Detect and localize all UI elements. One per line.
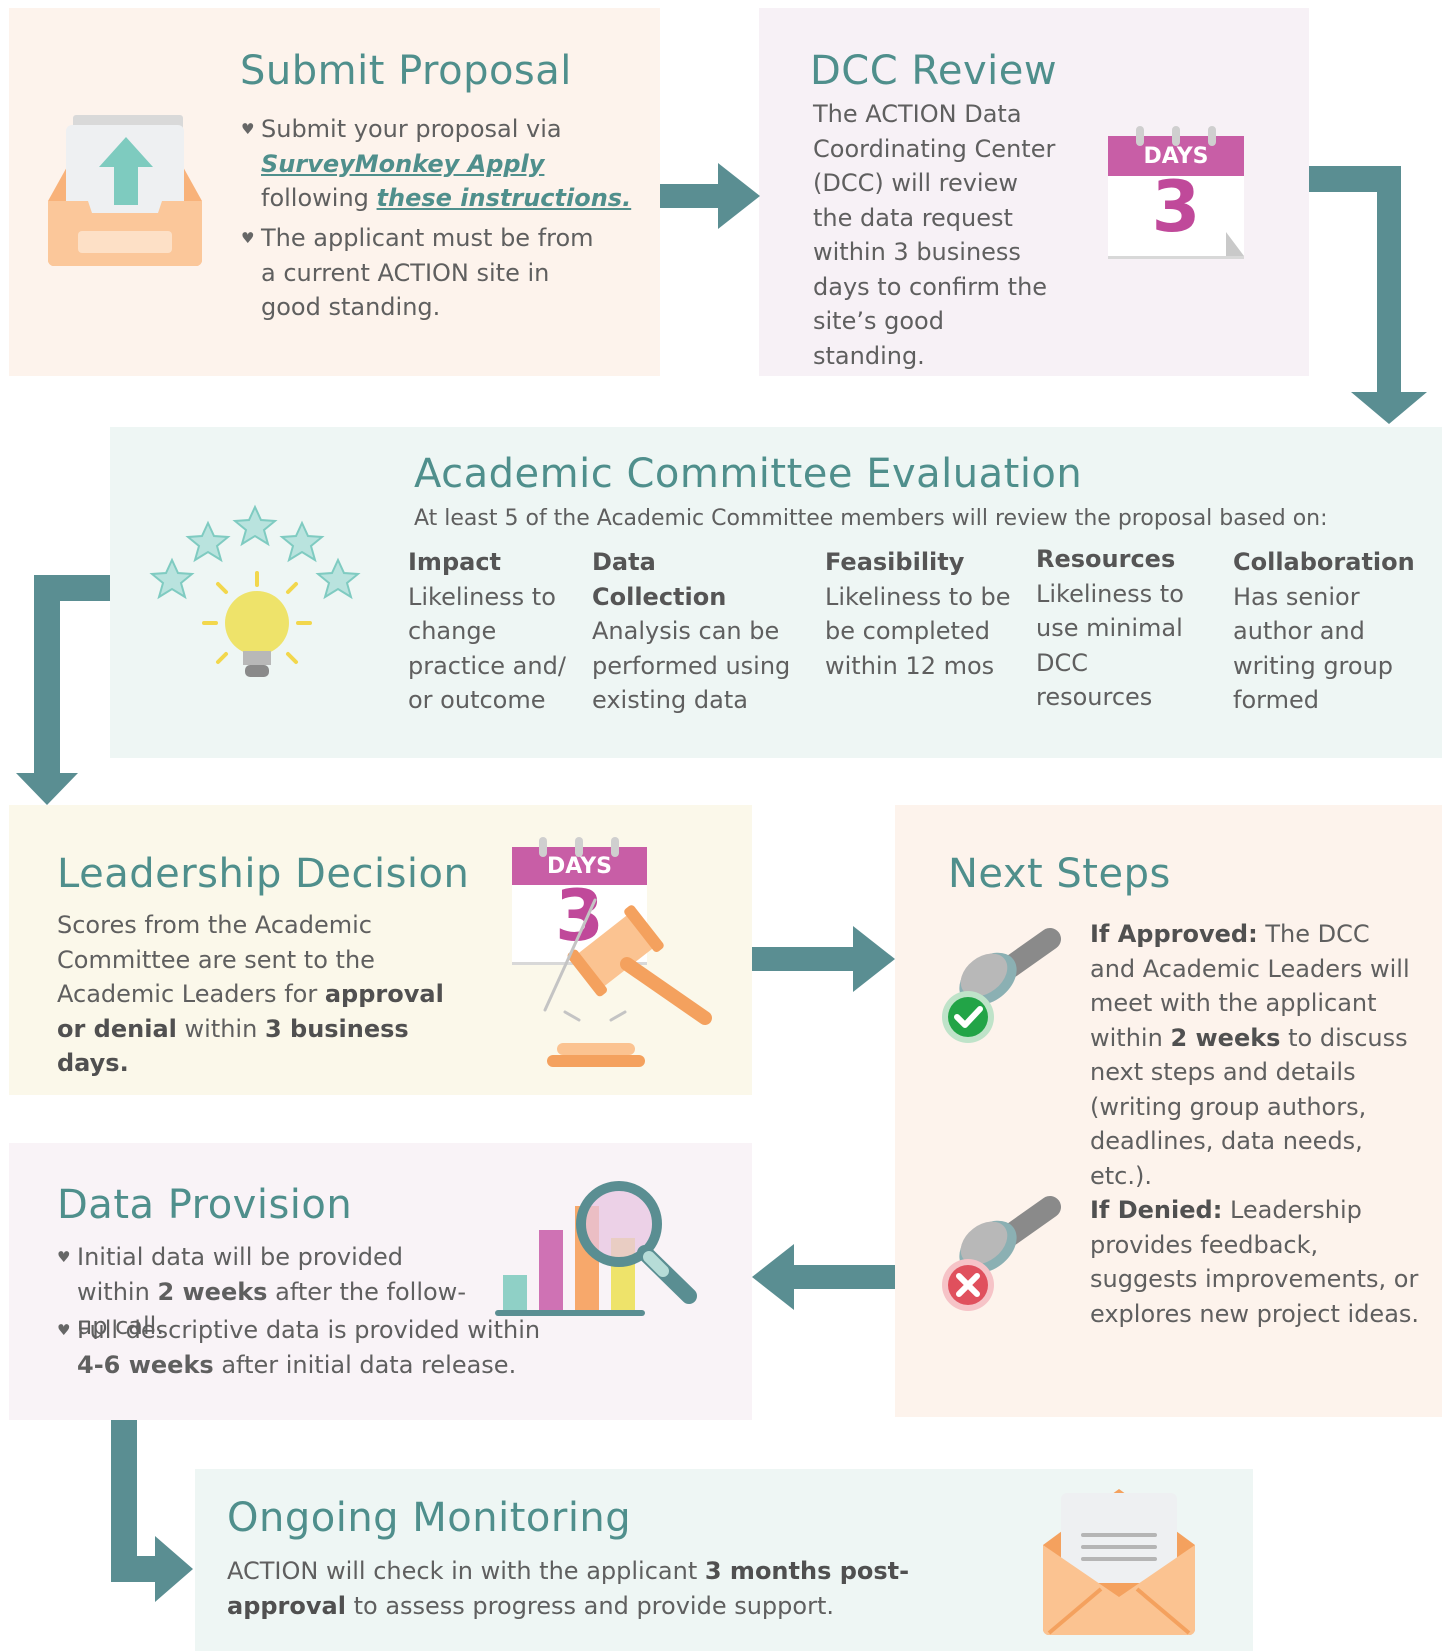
criterion-impact: Impact Likeliness to change practice and…	[408, 545, 568, 718]
dcc-calendar-icon: DAYS 3	[1108, 126, 1244, 256]
lightbulb-stars-icon	[149, 504, 361, 677]
approved-text: If Approved: The DCC and Academic Leader…	[1090, 917, 1420, 1193]
arrow-down-right-2	[111, 1420, 193, 1602]
approved-bold: 2 weeks	[1170, 1023, 1281, 1052]
criterion-impact-text: Likeliness to change practice and/ or ou…	[408, 582, 566, 715]
dcc-review-text: The ACTION Data Coordinating Center (DCC…	[813, 100, 1056, 370]
leadership-bold-1: approval or denial	[57, 980, 444, 1043]
arrow-right-1	[660, 163, 760, 229]
academic-committee-title: Academic Committee Evaluation	[414, 451, 1083, 497]
monitoring-bold: 3 months post-approval	[227, 1557, 910, 1620]
surveymonkey-apply-link[interactable]: SurveyMonkey Apply	[261, 149, 545, 178]
arrow-down-right	[1309, 166, 1427, 424]
provision-b1-bold: 2 weeks	[157, 1277, 268, 1306]
open-envelope-icon	[1043, 1489, 1195, 1635]
submit-bullet-1: Submit your proposal via SurveyMonkey Ap…	[241, 112, 641, 216]
criterion-data-collection: Data Collection Analysis can be performe…	[592, 545, 792, 718]
denied-text: If Denied: Leadership provides feedback,…	[1090, 1193, 1425, 1331]
criterion-data-collection-text: Analysis can be performed using existing…	[592, 617, 791, 714]
provision-b1-text-1: Initial data will be provided within	[77, 1243, 403, 1306]
provision-b2-text-1: Full descriptive data is provided within	[77, 1316, 541, 1344]
provision-b2-bold: 4-6 weeks	[77, 1350, 214, 1379]
criterion-feasibility-text: Likeliness to be be completed within 12 …	[825, 582, 1011, 680]
next-steps-panel	[895, 805, 1442, 1417]
approved-text-1: The DCC and Academic Leaders will meet w…	[1090, 920, 1410, 1052]
denied-text-body: Leadership provides feedback, suggests i…	[1090, 1196, 1420, 1328]
leadership-text-2: within	[184, 1014, 258, 1043]
ongoing-monitoring-text: ACTION will check in with the applicant …	[227, 1554, 967, 1623]
monitoring-text-1: ACTION will check in with the applicant	[227, 1557, 698, 1585]
criterion-impact-heading: Impact	[408, 548, 502, 576]
criterion-resources-heading: Resources	[1036, 545, 1176, 573]
criterion-data-collection-heading: Data Collection	[592, 548, 727, 611]
leadership-text-1: Scores from the Academic Committee are s…	[57, 911, 375, 1008]
leadership-bold-2: 3 business days.	[57, 1014, 409, 1078]
gavel-icon	[543, 898, 712, 1067]
ongoing-monitoring-title: Ongoing Monitoring	[227, 1495, 632, 1541]
approved-text-2: to discuss next steps and details (writi…	[1090, 1023, 1408, 1190]
chart-magnifier-icon	[495, 1181, 697, 1316]
criterion-resources: Resources Likeliness to use minimal DCC …	[1036, 542, 1211, 715]
leadership-decision-text: Scores from the Academic Committee are s…	[57, 908, 457, 1081]
dcc-calendar-label: DAYS	[1143, 144, 1209, 169]
dcc-review-title: DCC Review	[810, 48, 1058, 94]
inbox-upload-icon	[48, 115, 202, 266]
monitoring-text-2: to assess progress and provide support.	[353, 1591, 834, 1620]
leadership-decision-title: Leadership Decision	[57, 851, 470, 897]
submit-bullet-1-mid: following	[261, 184, 369, 212]
arrow-right-2	[752, 926, 895, 992]
data-provision-title: Data Provision	[57, 1182, 353, 1228]
submit-bullet-1-text: Submit your proposal via	[261, 115, 562, 143]
leadership-calendar-label: DAYS	[547, 854, 612, 879]
criterion-feasibility-heading: Feasibility	[825, 548, 965, 576]
criterion-feasibility: Feasibility Likeliness to be be complete…	[825, 545, 1015, 683]
criterion-resources-text: Likeliness to use minimal DCC resources	[1036, 579, 1184, 712]
next-steps-title: Next Steps	[948, 851, 1171, 897]
criterion-collaboration: Collaboration Has senior author and writ…	[1233, 545, 1428, 718]
arrow-left-down	[16, 575, 110, 805]
dcc-calendar-number: 3	[1151, 166, 1201, 248]
provision-bullet-2: Full descriptive data is provided within…	[57, 1313, 562, 1382]
submit-bullet-2: The applicant must be from a current ACT…	[241, 221, 611, 325]
submit-proposal-title: Submit Proposal	[240, 48, 572, 94]
criterion-collaboration-heading: Collaboration	[1233, 548, 1415, 576]
provision-b2-text-2: after initial data release.	[221, 1350, 517, 1379]
approved-heading: If Approved:	[1090, 920, 1258, 948]
academic-committee-subtitle: At least 5 of the Academic Committee mem…	[414, 506, 1328, 531]
denied-heading: If Denied:	[1090, 1196, 1223, 1224]
denied-stamp-icon	[942, 1196, 1061, 1311]
arrow-left-3	[752, 1244, 895, 1310]
approved-stamp-icon	[942, 928, 1061, 1043]
criterion-collaboration-text: Has senior author and writing group form…	[1233, 582, 1394, 715]
these-instructions-link[interactable]: these instructions.	[376, 184, 632, 212]
